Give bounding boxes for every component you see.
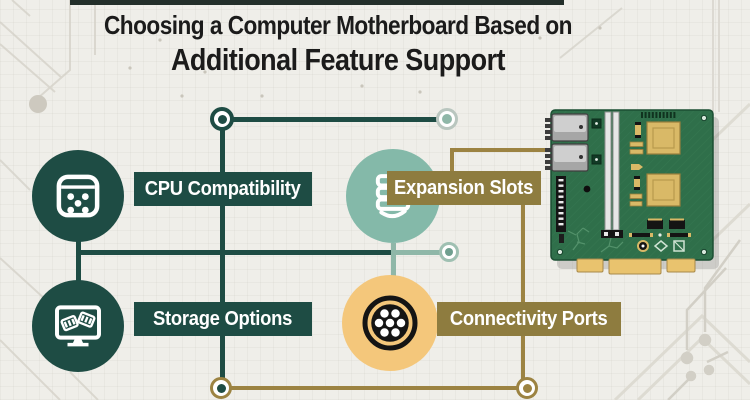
- motherboard-illustration: [545, 109, 719, 275]
- storage-options-circle: [32, 280, 124, 372]
- connector-horizontal-middle: [78, 250, 395, 255]
- storage-monitor-icon: [55, 305, 101, 347]
- connectivity-ports-label-text: Connectivity Ports: [450, 307, 608, 330]
- connector-vertical-teal-short: [391, 243, 396, 283]
- cpu-compatibility-label-text: CPU Compatibility: [145, 177, 301, 200]
- cpu-compatibility-label: CPU Compatibility: [134, 172, 312, 206]
- connector-gold-up-from-expansion: [450, 150, 454, 174]
- connector-horizontal-middle-teal: [393, 250, 448, 255]
- connector-gold-vertical-right: [521, 205, 525, 390]
- node-top-left: [210, 107, 234, 131]
- connectivity-ports-circle: [342, 275, 438, 371]
- node-top-right: [436, 108, 458, 130]
- title-accent-bar: [70, 0, 564, 5]
- connector-horizontal-top: [220, 117, 447, 122]
- page-title: Choosing a Computer Motherboard Based on…: [38, 10, 638, 78]
- motherboard-graphic: [543, 100, 723, 280]
- storage-options-label: Storage Options: [134, 302, 312, 336]
- expansion-slots-label-text: Expansion Slots: [394, 176, 534, 199]
- node-bottom-left: [210, 377, 232, 399]
- title-line-1: Choosing a Computer Motherboard Based on: [103, 10, 573, 40]
- cpu-card-icon: [56, 174, 100, 218]
- node-bottom-right: [516, 377, 538, 399]
- expansion-slots-label: Expansion Slots: [387, 171, 541, 205]
- title-line-2: Additional Feature Support: [170, 42, 506, 77]
- connector-gold-to-motherboard: [450, 148, 553, 152]
- connector-gold-horizontal-bottom: [220, 386, 527, 390]
- cpu-compatibility-circle: [32, 150, 124, 242]
- storage-options-label-text: Storage Options: [153, 307, 293, 330]
- connectivity-ports-icon: [362, 295, 418, 351]
- connectivity-ports-label: Connectivity Ports: [437, 302, 621, 336]
- node-middle-right: [439, 242, 459, 262]
- connector-vertical-left-short: [76, 240, 81, 288]
